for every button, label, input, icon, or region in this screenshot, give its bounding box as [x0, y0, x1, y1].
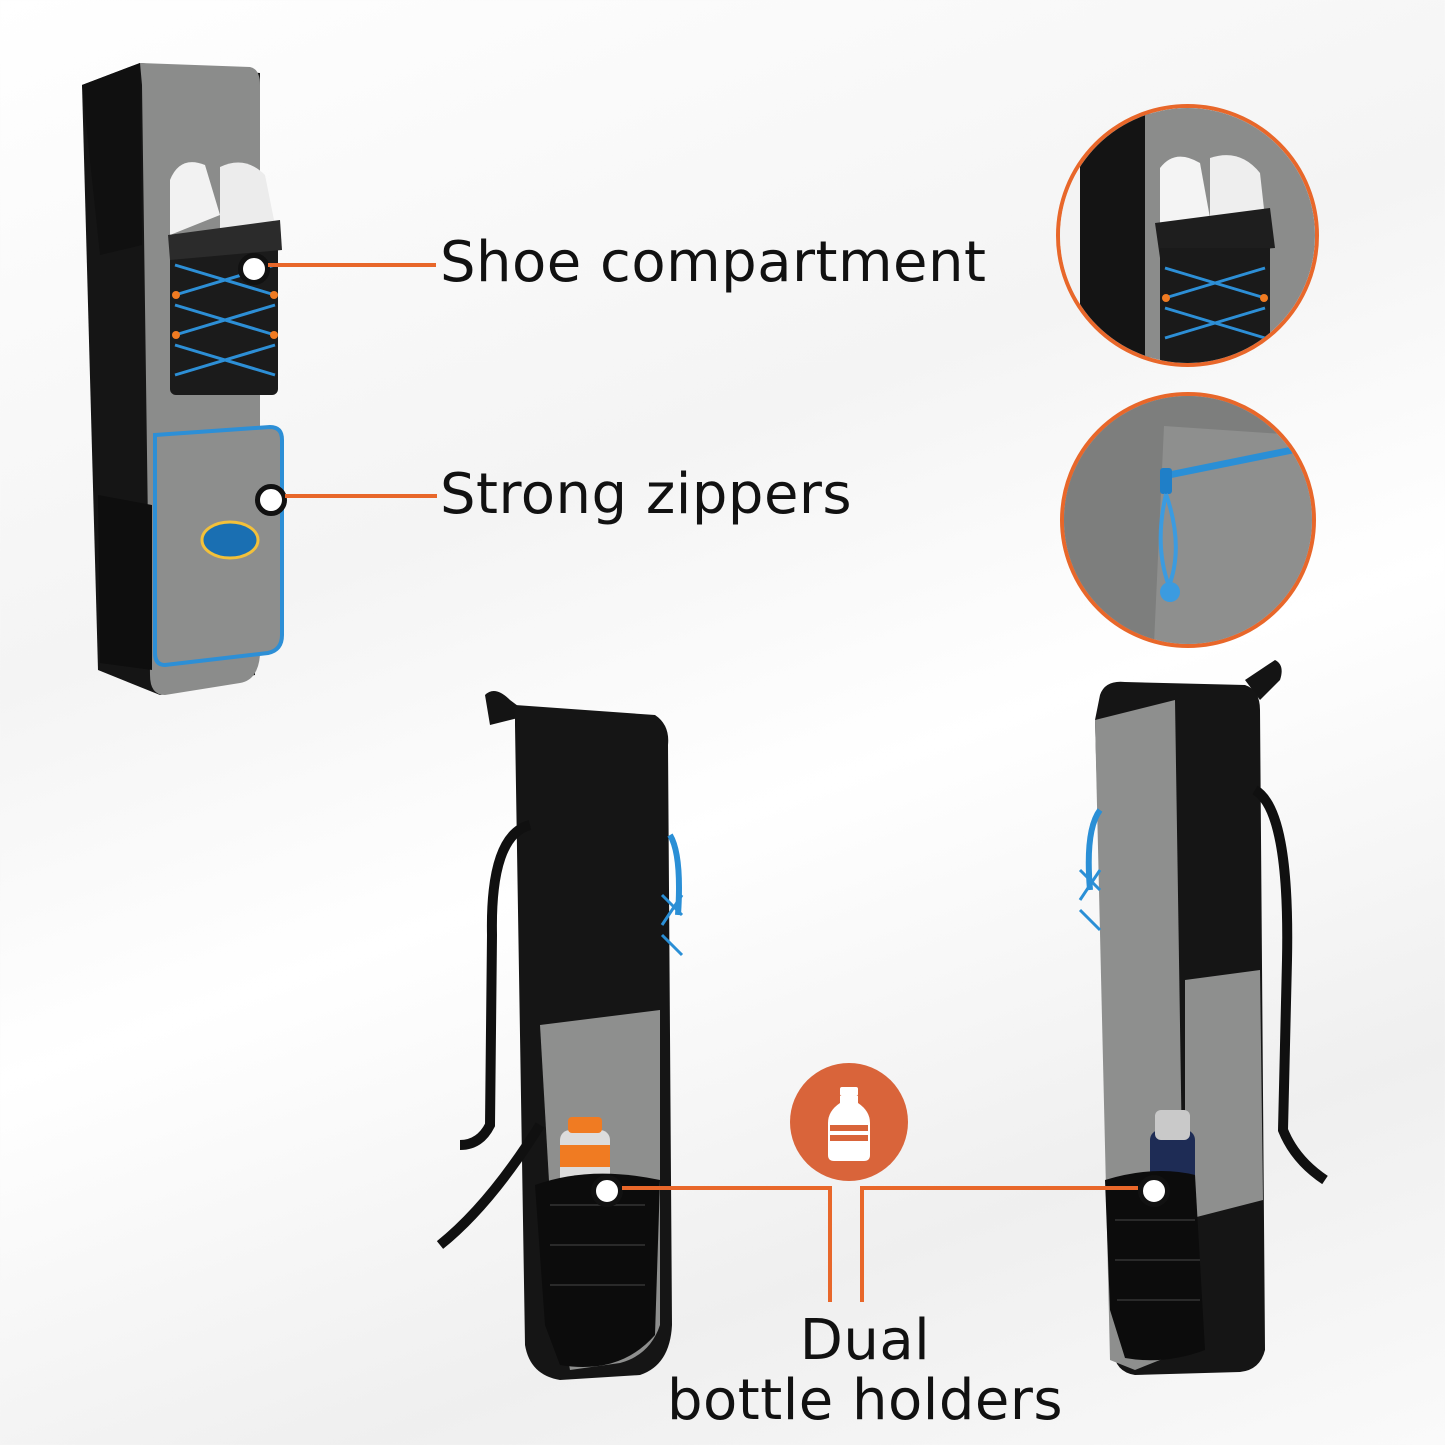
zipper-callout-line — [285, 494, 437, 498]
bottle-right-line-vertical — [860, 1186, 864, 1302]
shoe-zoom-image — [1060, 108, 1315, 363]
bag-side-right-image — [1078, 660, 1328, 1375]
strong-zippers-label: Strong zippers — [440, 462, 853, 527]
bag-front-image — [82, 63, 284, 695]
shoe-callout-dot — [238, 253, 270, 285]
bottle-left-callout-dot — [591, 1175, 623, 1207]
dual-label: Dual — [799, 1308, 931, 1373]
zipper-zoom-circle — [1060, 392, 1316, 648]
shoe-zoom-circle — [1056, 104, 1319, 367]
bottle-badge — [790, 1063, 908, 1181]
shoe-callout-line — [268, 263, 436, 267]
bottle-icon — [828, 1087, 870, 1161]
shoe-compartment-label: Shoe compartment — [440, 230, 987, 295]
bottle-holders-label: bottle holders — [666, 1368, 1064, 1433]
zipper-zoom-image — [1064, 396, 1312, 644]
zipper-callout-dot — [255, 484, 287, 516]
bag-side-left-image — [436, 691, 684, 1380]
bottle-right-line-horizontal — [862, 1186, 1138, 1190]
bottle-left-line-horizontal — [622, 1186, 832, 1190]
bottle-right-callout-dot — [1138, 1175, 1170, 1207]
bottle-left-line-vertical — [828, 1186, 832, 1302]
